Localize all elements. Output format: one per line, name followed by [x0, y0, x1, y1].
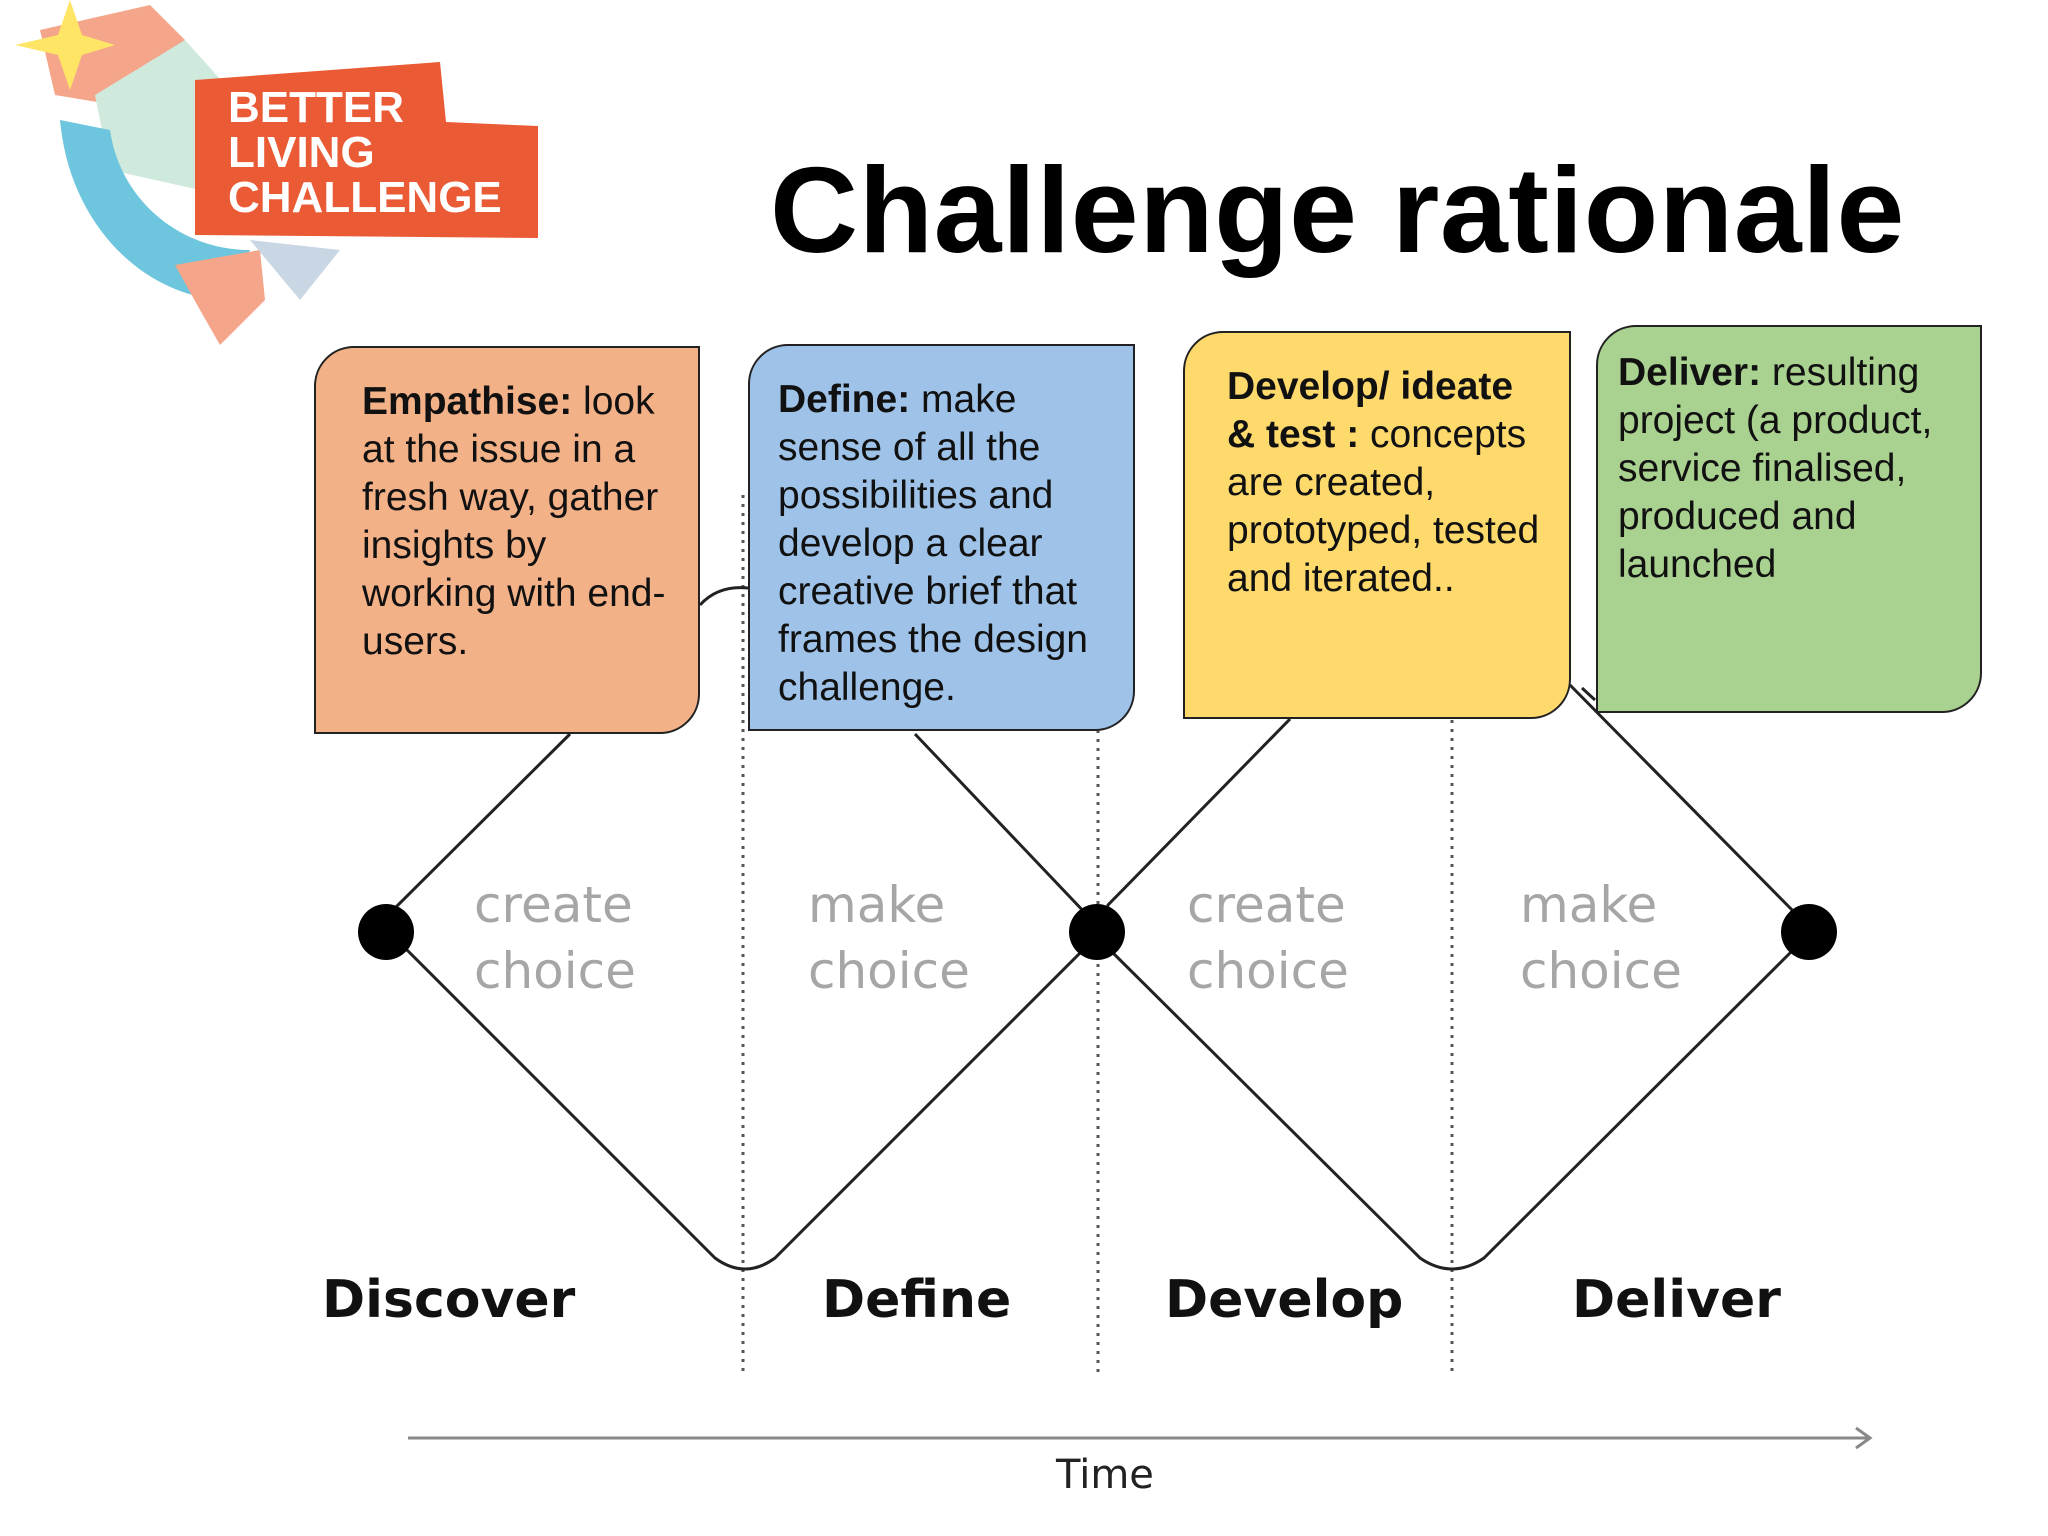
empathise-box: Empathise: look at the issue in a fresh … [314, 346, 700, 734]
diamond-label-4-line2: choice [1520, 942, 1682, 1000]
diamond-label-4-line1: make [1520, 876, 1658, 934]
empathise-text: look at the issue in a fresh way, gather… [362, 380, 666, 663]
phase-discover: Discover [322, 1270, 576, 1330]
node-start [358, 904, 414, 960]
better-living-challenge-logo: BETTER LIVING CHALLENGE [15, 0, 538, 345]
page-title: Challenge rationale [770, 142, 1905, 278]
sparkle-icon [15, 0, 115, 90]
logo-peach-lower [175, 250, 265, 345]
define-box: Define: make sense of all the possibilit… [748, 344, 1135, 731]
deliver-text: resulting project (a product, service fi… [1618, 351, 1933, 586]
phase-develop: Develop [1165, 1270, 1404, 1330]
logo-text-line-3: CHALLENGE [228, 173, 502, 222]
diamond-label-2-line2: choice [808, 942, 970, 1000]
diamond-label-1-line1: create [474, 876, 633, 934]
deliver-heading: Deliver: [1618, 351, 1762, 394]
develop-text: concepts are created, prototyped, tested… [1227, 413, 1540, 600]
develop-heading: Develop/ ideate & test : [1227, 365, 1514, 456]
deliver-box: Deliver: resulting project (a product, s… [1596, 325, 1982, 713]
logo-text-line-2: LIVING [228, 128, 375, 177]
logo-text-line-1: BETTER [228, 83, 404, 132]
diamond-label-3-line1: create [1187, 876, 1346, 934]
node-end [1781, 904, 1837, 960]
time-axis-label: Time [1056, 1452, 1154, 1498]
define-text: make sense of all the possibilities and … [778, 378, 1089, 709]
logo-badge [195, 62, 538, 238]
connector-curve [698, 586, 749, 607]
diamond-label-2: make choice [808, 872, 970, 1004]
time-axis-arrowhead [1855, 1426, 1873, 1450]
phase-deliver: Deliver [1572, 1270, 1781, 1330]
develop-box: Develop/ ideate & test : concepts are cr… [1183, 331, 1571, 719]
logo-sky-shape [60, 120, 250, 300]
logo-grey-shape [250, 240, 340, 300]
diamond-label-3-line2: choice [1187, 942, 1349, 1000]
node-middle [1069, 904, 1125, 960]
diamond-label-1-line2: choice [474, 942, 636, 1000]
diamond-label-3: create choice [1187, 872, 1349, 1004]
empathise-heading: Empathise: [362, 380, 573, 423]
phase-define: Define [822, 1270, 1012, 1330]
define-heading: Define: [778, 378, 911, 421]
diamond-label-1: create choice [474, 872, 636, 1004]
diamond-label-2-line1: make [808, 876, 946, 934]
diamond-label-4: make choice [1520, 872, 1682, 1004]
